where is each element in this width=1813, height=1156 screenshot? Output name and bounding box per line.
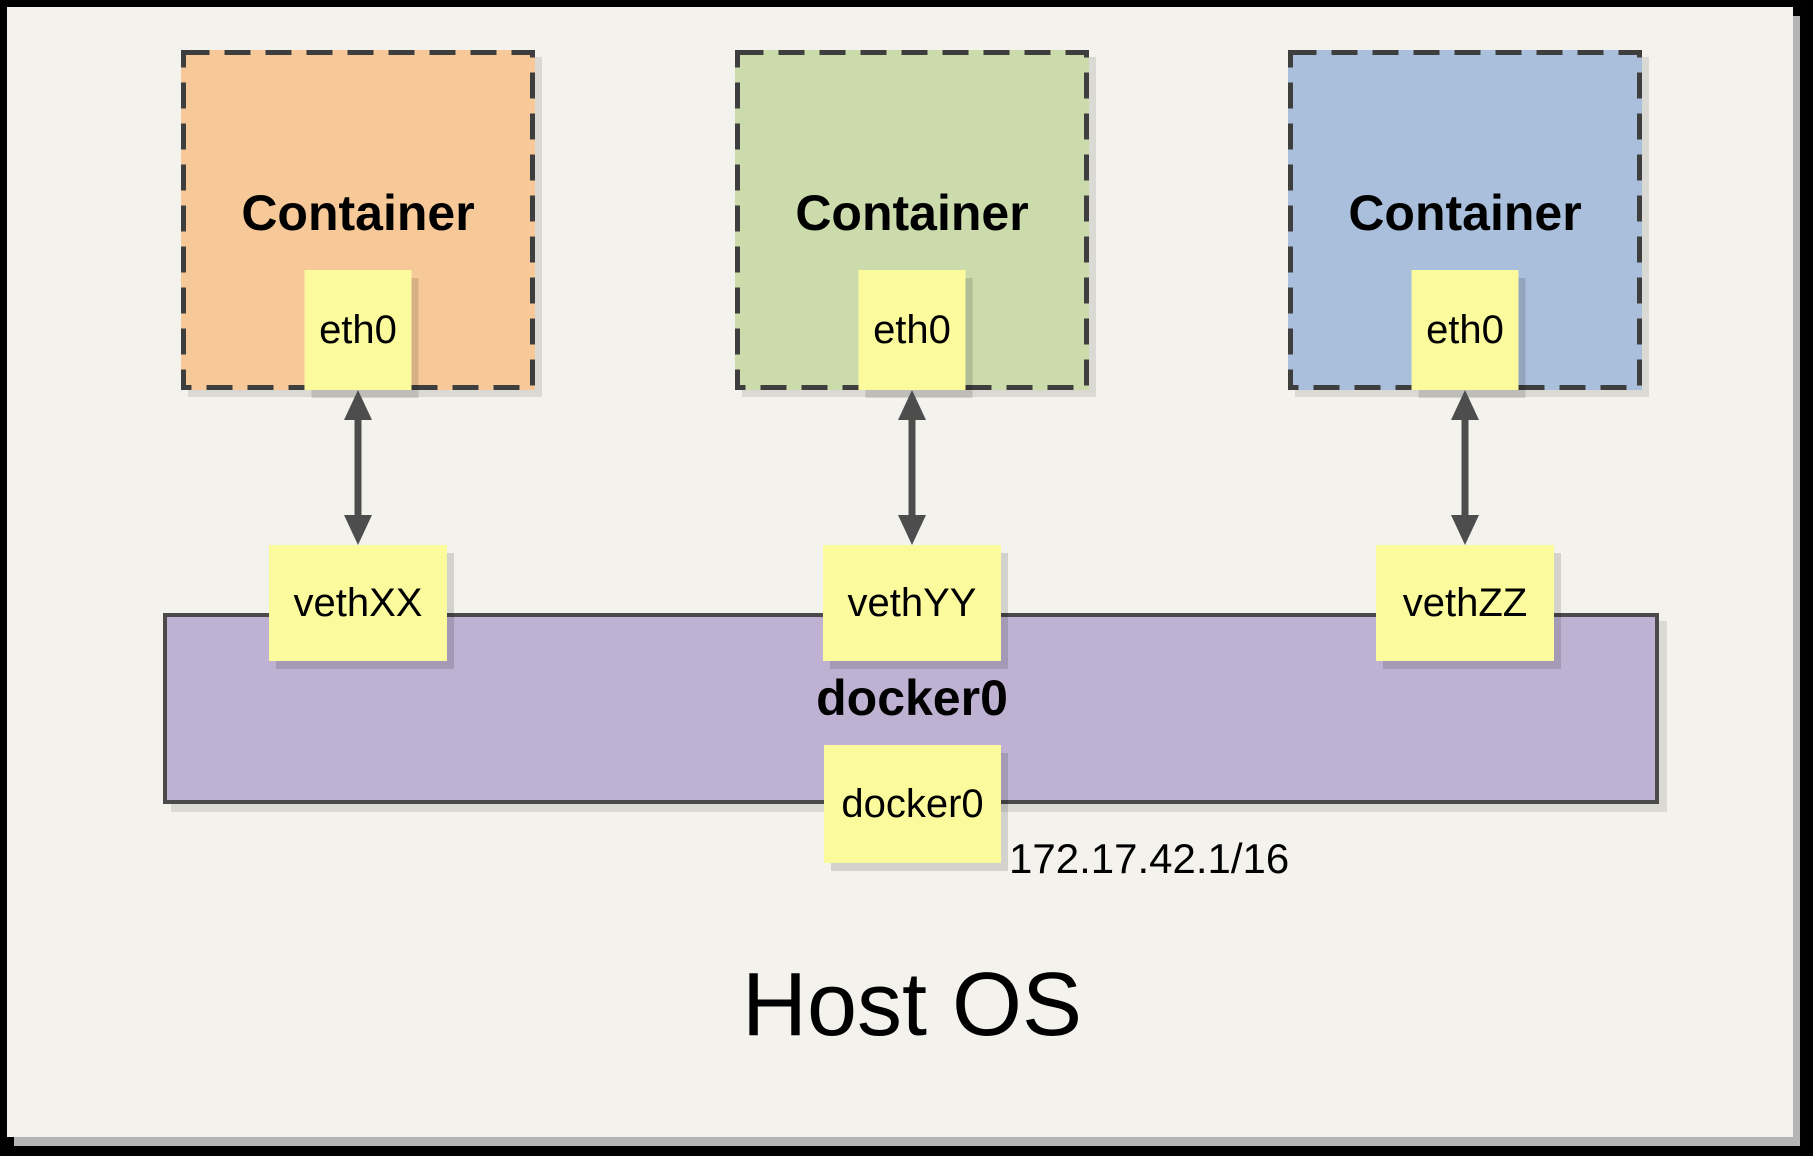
double-arrow-icon xyxy=(344,390,372,545)
container-title: Container xyxy=(795,185,1029,241)
docker0-bridge-label: docker0 xyxy=(816,670,1008,726)
double-arrow-icon xyxy=(1451,390,1479,545)
eth0-interface-box: eth0 xyxy=(858,270,966,390)
eth0-interface-box: eth0 xyxy=(304,270,412,390)
container-title: Container xyxy=(1348,185,1582,241)
bridge-ip-address: 172.17.42.1/16 xyxy=(1009,835,1290,882)
eth0-label: eth0 xyxy=(1426,307,1504,352)
vethxx-interface-box: vethXX xyxy=(269,545,447,661)
vethyy-label: vethYY xyxy=(847,580,977,625)
container-dashed-border xyxy=(181,50,535,390)
double-arrow-icon xyxy=(898,390,926,545)
eth0-label: eth0 xyxy=(873,307,951,352)
container-title: Container xyxy=(241,185,475,241)
vethzz-label: vethZZ xyxy=(1402,580,1528,625)
host-os-canvas: Container eth0 Container eth0 Container … xyxy=(7,7,1793,1137)
docker0-label: docker0 xyxy=(841,781,984,826)
container-box-1: Container eth0 xyxy=(181,50,535,390)
docker0-interface-box: docker0 xyxy=(824,745,1001,863)
container-box-2: Container eth0 xyxy=(735,50,1089,390)
vethzz-interface-box: vethZZ xyxy=(1376,545,1554,661)
container-dashed-border xyxy=(1288,50,1642,390)
host-os-title: Host OS xyxy=(741,955,1083,1055)
container-dashed-border xyxy=(735,50,1089,390)
vethyy-interface-box: vethYY xyxy=(823,545,1001,661)
eth0-label: eth0 xyxy=(319,307,397,352)
eth0-interface-box: eth0 xyxy=(1411,270,1519,390)
container-box-3: Container eth0 xyxy=(1288,50,1642,390)
vethxx-label: vethXX xyxy=(293,580,423,625)
